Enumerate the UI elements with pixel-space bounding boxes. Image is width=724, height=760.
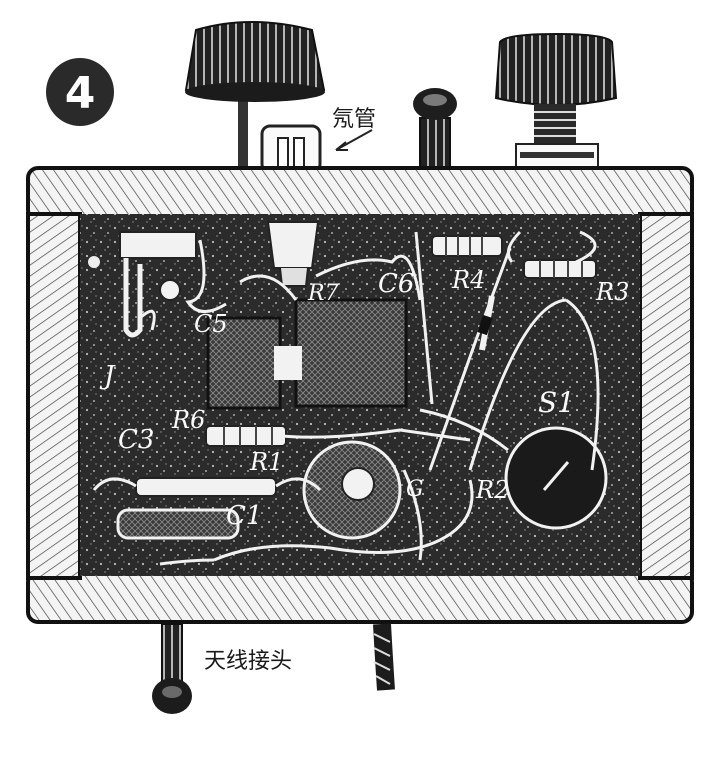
label-C6: C6 [378, 269, 414, 299]
resistor-R4 [431, 235, 503, 257]
label-C1: C1 [226, 501, 262, 531]
label-R3: R3 [595, 278, 629, 306]
switch-knob [494, 32, 618, 169]
label-C5: C5 [194, 310, 228, 338]
label-R1: R1 [249, 448, 283, 476]
jack-post [413, 88, 457, 171]
probe [477, 314, 493, 336]
label-R2: R2 [475, 476, 509, 504]
neon-tube [260, 124, 373, 174]
tuning-coil [302, 440, 402, 540]
jack-J [88, 231, 197, 338]
tuning-knob [184, 21, 326, 170]
tube-socket [266, 221, 320, 287]
label-J: J [99, 361, 116, 391]
figure-number: 4 [65, 68, 96, 119]
switch-S1 [504, 426, 608, 530]
power-cord [373, 623, 395, 691]
resistor-R1 [135, 477, 277, 497]
label-G: G [406, 477, 424, 502]
label-C3: C3 [118, 425, 154, 455]
figure-number-badge: 4 [46, 58, 114, 126]
label-R7: R7 [307, 281, 339, 306]
label-R6: R6 [171, 406, 205, 434]
antenna-terminal [152, 623, 192, 714]
capacitor-C6 [294, 298, 408, 408]
neon-tube-label: 氖管 [332, 107, 376, 132]
label-S1: S1 [538, 386, 575, 419]
wires [92, 230, 600, 566]
resistor-R6 [205, 425, 287, 447]
label-R4: R4 [451, 266, 485, 294]
capacitor-C1 [116, 508, 240, 540]
capacitor-C5 [206, 316, 302, 410]
resistor-R3 [523, 259, 597, 279]
antenna-terminal-label: 天线接头 [204, 649, 292, 674]
